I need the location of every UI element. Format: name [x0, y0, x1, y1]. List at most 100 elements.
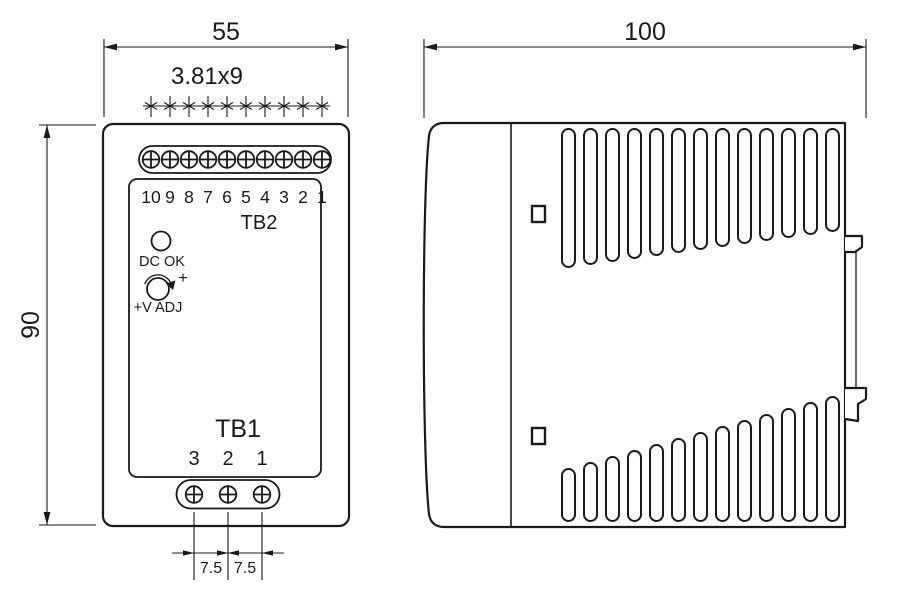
tb2-number-1: 1 [317, 187, 327, 207]
tb2-number-7: 7 [203, 187, 213, 207]
vent-slot [561, 468, 576, 522]
width-dimension-label: 55 [212, 18, 240, 46]
bottom-vent-slots [561, 396, 840, 522]
tb1-pitch-label-left: 7.5 [200, 560, 222, 577]
arrowhead-right [853, 43, 866, 51]
vent-slot [803, 402, 818, 522]
tb2-number-6: 6 [222, 187, 232, 207]
tb2-pitch-label: 3.81x9 [171, 63, 243, 90]
front-panel [128, 178, 322, 478]
v-adj-arrowhead [165, 280, 176, 290]
vent-slot [671, 128, 686, 253]
tb2-screw-10 [141, 150, 161, 169]
tb2-screw-3 [274, 150, 294, 169]
tb1-pitch-lines [172, 512, 284, 580]
depth-dimension-label: 100 [624, 18, 666, 46]
vent-slot [759, 128, 774, 241]
dc-ok-label: DC OK [139, 254, 185, 270]
tb2-screw-6 [217, 150, 237, 169]
vent-slot [693, 128, 708, 250]
front-view: 55 90 3.81x9 [17, 18, 351, 580]
depth-dimension-lines [423, 39, 867, 118]
vent-slot [693, 432, 708, 522]
vent-slot [583, 462, 598, 522]
width-dimension: 55 [103, 18, 349, 117]
vent-slot [715, 426, 730, 522]
height-dimension-label: 90 [17, 311, 45, 339]
dc-ok-indicator: DC OK [139, 230, 185, 270]
tb2-label: TB2 [241, 212, 278, 234]
tb2-pitch-dimension: 3.81x9 [143, 63, 330, 117]
vent-slot [605, 456, 620, 522]
vent-slot [825, 396, 840, 522]
tb1-terminal-numbers: 3 2 1 [188, 448, 267, 470]
voltage-adjust: + +V ADJ [134, 270, 188, 316]
vent-slot [561, 128, 576, 268]
tb1-number-2: 2 [222, 448, 233, 470]
height-dimension-lines [39, 124, 96, 526]
tb2-terminal-strip [138, 145, 332, 174]
tb2-number-5: 5 [241, 187, 251, 207]
tb2-number-9: 9 [165, 187, 175, 207]
vent-slot [605, 128, 620, 262]
tb1-number-3: 3 [188, 448, 199, 470]
tb2-number-8: 8 [184, 187, 194, 207]
tb2-screw-9 [160, 150, 180, 169]
top-vent-slots [561, 128, 840, 268]
vent-slot [759, 414, 774, 522]
tb2-number-3: 3 [279, 187, 289, 207]
din-rail-clip [844, 234, 868, 423]
tb2-number-2: 2 [298, 187, 308, 207]
vent-slot [583, 128, 598, 265]
tb1-label: TB1 [215, 415, 261, 443]
width-dimension-lines [103, 39, 349, 117]
tb2-screw-7 [198, 150, 218, 169]
v-adj-label: +V ADJ [134, 300, 183, 316]
tb1-number-1: 1 [256, 448, 267, 470]
arrowhead [262, 550, 273, 556]
vent-slot [627, 128, 642, 259]
depth-dimension: 100 [423, 18, 867, 118]
vent-slot [781, 408, 796, 522]
side-latch-slot-bottom [530, 426, 547, 446]
tb2-screw-5 [236, 150, 256, 169]
arrowhead [228, 550, 239, 556]
din-clip-lower-latch [844, 386, 868, 423]
vent-slot [803, 128, 818, 235]
tb1-pitch-label-right: 7.5 [234, 560, 256, 577]
v-adj-arrow-arc [144, 274, 172, 285]
arrowhead [217, 550, 228, 556]
vent-slot [715, 128, 730, 247]
din-clip-upper-claw [845, 234, 864, 254]
tb1-pitch-dimension: 7.5 7.5 [172, 512, 284, 580]
arrowhead-top [43, 125, 51, 138]
tb2-terminal-numbers: 10 9 8 7 6 5 4 3 2 1 [141, 187, 327, 207]
tb2-screw-4 [255, 150, 275, 169]
tb1-screw-3 [184, 485, 204, 504]
arrowhead-right [335, 43, 348, 51]
height-dimension: 90 [17, 124, 96, 526]
dc-ok-led [150, 230, 172, 252]
tb1-terminal-strip [175, 479, 281, 510]
vent-slot [649, 444, 664, 522]
arrowhead-left [424, 43, 437, 51]
tb2-pitch-arrows [144, 102, 329, 110]
tb2-screw-1 [312, 150, 332, 169]
arrowhead-left [104, 43, 117, 51]
arrowhead [183, 550, 194, 556]
side-latch-slot-top [530, 204, 547, 224]
vent-slot [627, 450, 642, 522]
vent-slot [649, 128, 664, 256]
vent-slot [781, 128, 796, 238]
tb2-screw-2 [293, 150, 313, 169]
arrowhead-bottom [43, 512, 51, 525]
v-adj-plus-sign: + [178, 270, 187, 287]
vent-slot [671, 438, 686, 522]
vent-slot [737, 420, 752, 522]
tb2-number-4: 4 [260, 187, 270, 207]
tb2-screw-8 [179, 150, 199, 169]
tb1-strip-outline [175, 479, 281, 510]
tb1-screw-1 [252, 485, 272, 504]
